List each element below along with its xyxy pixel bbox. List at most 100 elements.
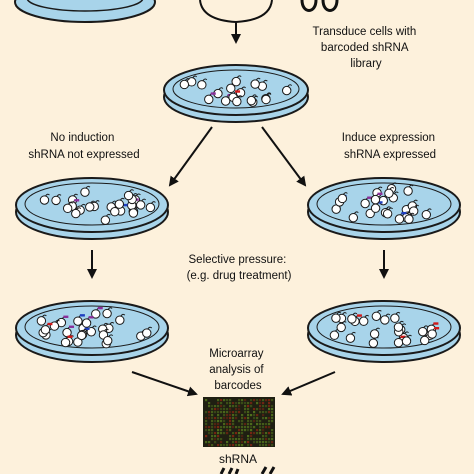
cell — [115, 313, 126, 325]
cell — [91, 306, 103, 319]
cell — [145, 201, 156, 213]
dish-rim — [172, 69, 300, 109]
dish-rim — [316, 182, 452, 226]
cell — [186, 75, 198, 87]
barcode-mark — [400, 335, 406, 339]
cell — [62, 325, 75, 338]
bottom-partial-marks — [219, 466, 276, 474]
barcode-mark — [367, 196, 373, 199]
cell — [331, 311, 342, 323]
cell — [418, 325, 429, 337]
cell — [235, 86, 246, 98]
dish-rim — [316, 305, 452, 349]
barcode-mark — [434, 327, 440, 330]
hairpin-icon — [300, 0, 318, 12]
cell — [401, 334, 412, 346]
cell — [368, 336, 379, 348]
dish-induced-selected — [307, 300, 461, 363]
barcode-mark — [74, 199, 80, 202]
cell — [421, 208, 432, 220]
cell — [404, 212, 415, 224]
dish-no-induction — [15, 177, 169, 240]
cell — [102, 307, 113, 319]
cell — [384, 187, 395, 199]
cell — [40, 322, 53, 335]
cell — [246, 94, 257, 106]
shrna-hairpin-icons — [300, 0, 339, 12]
cell — [232, 95, 243, 107]
selective-pressure-label: Selective pressure: (e.g. drug treatment… — [187, 254, 292, 282]
cell — [36, 314, 47, 326]
cell — [62, 202, 74, 214]
cell — [123, 189, 134, 201]
induce-expression-label: Induce expression shRNA expressed — [342, 132, 439, 161]
bracket-arrow — [199, 0, 273, 44]
dish-transduced — [163, 64, 309, 123]
dish-rim — [24, 305, 160, 349]
arrow-to-induce — [261, 126, 307, 187]
barcode-mark — [401, 211, 407, 215]
cell — [393, 320, 404, 332]
barcode-mark — [84, 327, 90, 331]
barcode-mark — [433, 322, 439, 325]
cell — [348, 211, 359, 223]
cell — [76, 329, 87, 341]
barcode-mark — [377, 192, 383, 196]
barcode-mark — [97, 306, 103, 310]
cell — [73, 314, 85, 326]
cell — [427, 327, 440, 339]
cell — [371, 309, 382, 321]
barcode-mark — [69, 325, 75, 328]
dish-rim — [24, 182, 160, 226]
barcode-mark — [88, 316, 94, 319]
cell — [382, 207, 393, 219]
cell — [345, 331, 356, 343]
microarray-chip — [203, 397, 275, 447]
shrna-bottom-label: shRNA — [219, 452, 257, 466]
cell — [179, 78, 190, 90]
barcode-mark — [377, 201, 383, 204]
barcode-mark — [79, 314, 85, 317]
cell — [60, 335, 73, 348]
barcode-mark — [63, 315, 69, 318]
dish-induced — [307, 177, 461, 240]
transduce-label: Transduce cells with barcoded shRNA libr… — [313, 26, 420, 70]
barcode-mark — [210, 92, 216, 95]
cell — [380, 313, 391, 325]
cell — [369, 327, 380, 339]
cell — [403, 184, 414, 196]
cell — [71, 207, 82, 219]
cell — [261, 93, 272, 105]
cell — [142, 326, 153, 338]
cell — [390, 311, 401, 323]
cell — [337, 192, 348, 204]
cell — [282, 84, 293, 96]
dish-no-induction-selected — [15, 300, 169, 363]
barcode-mark — [122, 203, 128, 207]
arrow-left-to-microarray — [131, 371, 198, 397]
cell — [85, 200, 96, 212]
cell — [135, 198, 147, 210]
arrow-right-to-microarray — [281, 371, 336, 396]
cell — [231, 75, 242, 87]
cell — [103, 334, 114, 346]
cell — [80, 185, 91, 197]
cell — [250, 77, 261, 89]
cell — [81, 316, 94, 328]
arrow-to-no-induction — [168, 126, 213, 187]
cell — [114, 197, 125, 209]
microarray-label: Microarray analysis of barcodes — [209, 348, 267, 392]
cell — [347, 312, 358, 324]
cell — [51, 194, 62, 206]
cell — [336, 321, 347, 333]
barcode-mark — [67, 335, 73, 338]
hairpin-icon — [321, 0, 339, 12]
cell — [128, 206, 139, 218]
cell — [394, 211, 407, 224]
cell — [197, 78, 208, 90]
barcode-mark — [356, 314, 362, 317]
no-induction-label: No induction shRNA not expressed — [28, 132, 139, 161]
cell — [360, 196, 373, 209]
